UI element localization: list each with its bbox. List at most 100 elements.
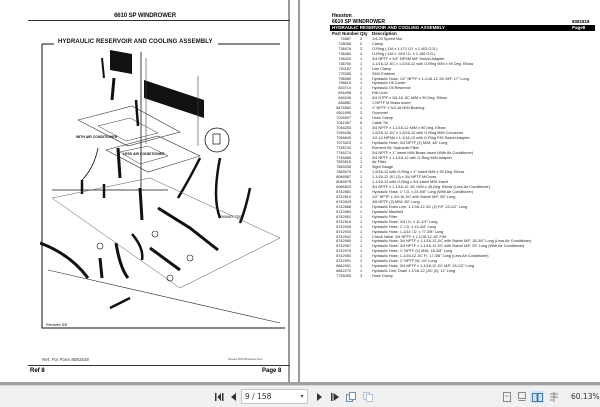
- two-page-continuous-view-button[interactable]: [548, 391, 560, 403]
- part-number-cell: 8742983: [336, 254, 351, 259]
- zoom-level[interactable]: 60.13%: [571, 392, 600, 401]
- qty-cell: 1: [360, 135, 363, 140]
- description-cell: Element Kit, Hydraulic Filter: [372, 145, 419, 150]
- next-page-button[interactable]: [315, 391, 323, 403]
- part-number-cell: 748750: [338, 61, 351, 66]
- description-cell: Hydraulic Hose, 3/4 NPTF x 1-1/16-12 JIC…: [372, 244, 525, 249]
- next-view-button[interactable]: [362, 391, 374, 403]
- qty-cell: 1: [360, 66, 363, 71]
- document-viewer[interactable]: 6610 SP WINDROWER WITH AIR CONDITIONER: [0, 0, 600, 385]
- qty-cell: 1: [360, 209, 363, 214]
- part-number-cell: 8474862: [336, 106, 351, 111]
- footer-rule: [28, 365, 290, 366]
- hydraulic-assembly-diagram: WITH AIR CONDITIONER LESS AIR CONDITIONE…: [40, 43, 285, 329]
- part-number-cell: 7746886: [336, 155, 351, 160]
- part-number-cell: 7073323: [336, 140, 351, 145]
- part-number-cell: 8742843: [336, 199, 351, 204]
- two-page-icon: [531, 392, 543, 402]
- part-number-cell: 7825516: [336, 160, 351, 165]
- qty-cell: 1: [360, 234, 363, 239]
- col-qty: Qty: [360, 31, 368, 36]
- part-number-cell: 74887: [340, 37, 351, 41]
- previous-view-button[interactable]: [345, 391, 357, 403]
- part-number-cell: 7046840: [336, 135, 351, 140]
- description-cell: Hydraulic Hose, 1/2" NPTF x 1-1/16-12 JI…: [372, 76, 469, 81]
- table-row: 7046840 1 1/2-14 NPSM x 1-1/16-12 with O-R…: [300, 136, 600, 141]
- description-cell: Clamp: [372, 41, 383, 46]
- part-number-cell: 7046436: [336, 130, 351, 135]
- description-cell: Hydraulic Hose, 3/4 I.D. x 11-1/4" Long: [372, 219, 438, 224]
- book-view-icon: [550, 392, 558, 402]
- form-number: 8081818: [572, 19, 590, 24]
- qty-cell: 1: [360, 125, 363, 130]
- description-cell: Hydraulic Filter: [372, 214, 398, 219]
- description-cell: 1 NPTF M Brass Insert: [372, 101, 411, 106]
- part-number-cell: 728056: [338, 41, 351, 46]
- page-number-input[interactable]: 9 / 158: [241, 389, 308, 404]
- part-number-cell: 8742881: [336, 190, 351, 195]
- description-cell: Hydraulic Hose, 1" I.D. x 13-3/4" Long: [372, 224, 436, 229]
- part-number-cell: 796615: [338, 81, 351, 86]
- part-number-cell: 746420: [338, 56, 351, 61]
- qty-cell: 4: [360, 51, 363, 56]
- part-number-cell: 7046253: [336, 125, 351, 130]
- part-number-cell: 751187: [338, 66, 351, 71]
- first-page-button[interactable]: [214, 391, 224, 403]
- description-cell: Hydraulic Oil Cooler: [372, 81, 406, 86]
- description-cell: Felt Liner: [372, 91, 388, 96]
- description-cell: Cable Tie: [372, 120, 389, 125]
- description-cell: 1" NPTF x 3/4-16 M/M Bushing: [372, 106, 425, 111]
- previous-page-button[interactable]: [229, 391, 237, 403]
- description-cell: 3/4 NPTF x 3/4" NPSM M/F Swivel Adapter: [372, 56, 445, 61]
- last-page-button[interactable]: [330, 391, 340, 403]
- part-number-cell: 8842270: [336, 269, 351, 274]
- header-rule: [28, 20, 290, 21]
- two-page-view-button[interactable]: [530, 391, 544, 403]
- qty-cell: 1: [360, 96, 363, 101]
- qty-cell: 1: [360, 81, 363, 86]
- qty-cell: 5: [360, 120, 363, 125]
- part-number-cell: 8066823: [336, 185, 351, 190]
- part-number-cell: 8742892: [336, 214, 351, 219]
- qty-cell: 1: [360, 180, 363, 185]
- part-number-cell: 7845035: [336, 165, 351, 170]
- qty-cell: 1: [360, 71, 363, 76]
- qty-cell: 1: [360, 229, 363, 234]
- svg-text:LESS AIR CONDITIONER: LESS AIR CONDITIONER: [123, 152, 165, 156]
- qty-cell: 1: [360, 61, 363, 66]
- continuous-view-button[interactable]: [516, 391, 528, 403]
- description-cell: Air Filter: [372, 160, 387, 165]
- qty-cell: 1: [360, 155, 363, 160]
- qty-cell: 1: [360, 219, 363, 224]
- previous-view-icon: [346, 392, 356, 402]
- description-cell: Hydraulic Hose, 3/4 NPTF (2) M/M, 48" Lo…: [372, 140, 448, 145]
- qty-cell: 1: [360, 145, 363, 150]
- description-cell: O-Ring (.116 x 1.171 I.D. x 1.403 O.D.): [372, 46, 438, 51]
- description-cell: 1/2-14 NPSM x 1-1/16-12 with O-Ring F/M …: [372, 135, 470, 140]
- qty-cell: 1: [360, 199, 363, 204]
- qty-cell: 1: [360, 195, 363, 199]
- page-dropdown-button[interactable]: ▾: [296, 389, 308, 404]
- description-cell: 3/4 NTPF x 3/4-16 JIC M/M x 90 Deg. Elbo…: [372, 96, 447, 101]
- single-page-view-button[interactable]: [501, 391, 513, 403]
- part-number-cell: 8742934: [336, 229, 351, 234]
